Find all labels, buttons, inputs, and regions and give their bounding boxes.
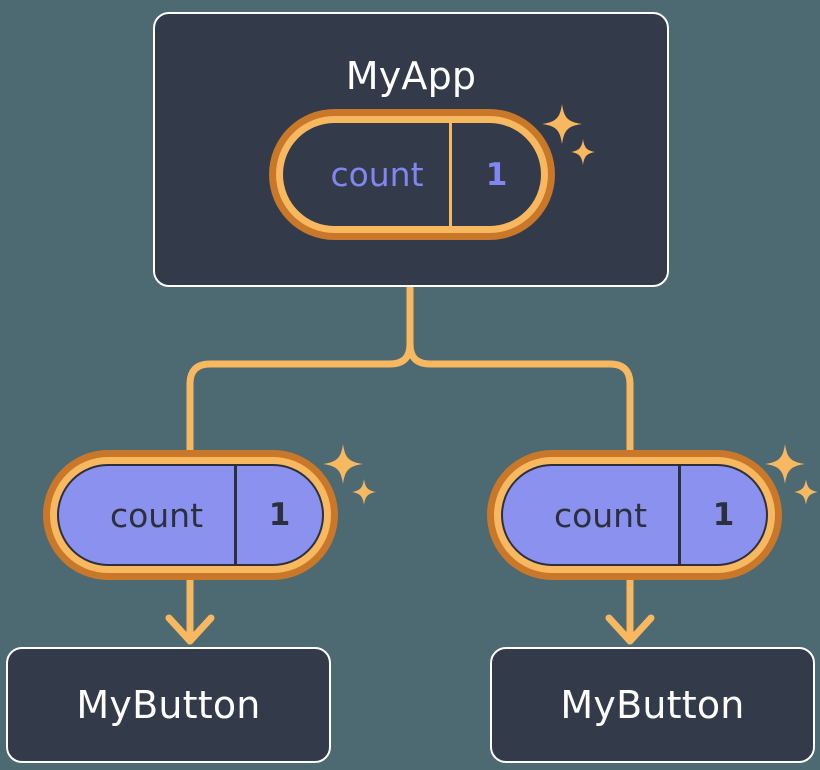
state-pill-inner-ring: count 1 bbox=[494, 457, 775, 573]
state-pill-value: 1 bbox=[234, 466, 322, 564]
arrowhead-right-icon bbox=[605, 614, 655, 645]
state-pill-outer-ring: count 1 bbox=[43, 450, 338, 580]
component-title-mybutton-left: MyButton bbox=[76, 683, 261, 727]
state-pill-outer-ring: count 1 bbox=[269, 109, 555, 240]
component-title-myapp: MyApp bbox=[345, 54, 477, 98]
state-pill-mybutton-right[interactable]: count 1 bbox=[487, 450, 782, 580]
component-title-mybutton-right: MyButton bbox=[560, 683, 745, 727]
sparkle-small-icon bbox=[352, 479, 376, 505]
state-pill-value: 1 bbox=[678, 466, 766, 564]
sparkle-small-icon bbox=[794, 479, 818, 505]
connector-tree-branch-right bbox=[406, 340, 634, 454]
state-pill-inner-ring: count 1 bbox=[50, 457, 331, 573]
state-pill-key: count bbox=[109, 495, 204, 535]
connector-tree-trunk bbox=[186, 283, 414, 454]
state-pill-myapp[interactable]: count 1 bbox=[269, 109, 555, 240]
state-pill-body: count 1 bbox=[501, 464, 768, 566]
state-pill-key: count bbox=[330, 155, 424, 194]
state-pill-outer-ring: count 1 bbox=[487, 450, 782, 580]
state-pill-body: count 1 bbox=[57, 464, 324, 566]
state-pill-value: 1 bbox=[449, 123, 541, 226]
arrowhead-left-icon bbox=[165, 614, 215, 645]
state-pill-mybutton-left[interactable]: count 1 bbox=[43, 450, 338, 580]
component-card-mybutton-left[interactable]: MyButton bbox=[6, 647, 331, 763]
component-card-mybutton-right[interactable]: MyButton bbox=[490, 647, 815, 763]
state-pill-body: count 1 bbox=[283, 123, 541, 226]
state-pill-inner-ring: count 1 bbox=[276, 116, 548, 233]
state-pill-key: count bbox=[553, 495, 648, 535]
